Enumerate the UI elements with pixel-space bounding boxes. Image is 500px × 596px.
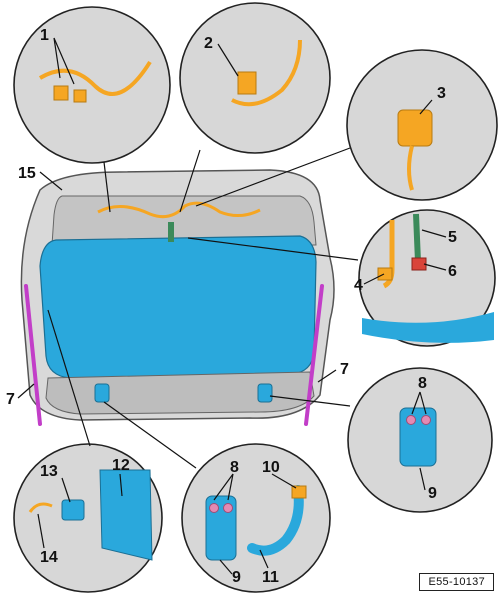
detail-circle-3 [346, 49, 498, 201]
lower-sill [45, 371, 315, 415]
callout-9-right: 9 [428, 485, 437, 502]
callout-10: 10 [262, 459, 280, 476]
upper-trim [51, 195, 317, 246]
callout-14: 14 [40, 549, 58, 566]
callout-1: 1 [40, 27, 49, 44]
callout-9-bottom: 9 [232, 569, 241, 586]
tailgate-main-view [20, 169, 335, 426]
callout-12: 12 [112, 457, 130, 474]
callout-labels: 1 2 3 4 5 6 7 7 8 9 8 9 10 11 12 13 14 1… [6, 27, 457, 586]
detail-circle-2 [179, 2, 331, 154]
callout-11: 11 [262, 569, 279, 586]
inner-panel [39, 235, 317, 379]
wiring-harness [97, 201, 261, 219]
reference-code: E55-10137 [419, 573, 494, 591]
callout-15: 15 [18, 165, 36, 182]
callout-7-left: 7 [6, 391, 15, 408]
callout-2: 2 [204, 35, 213, 52]
leader-lines [17, 37, 447, 575]
callout-6: 6 [448, 263, 457, 280]
detail-circle-1 [13, 6, 171, 164]
callout-4: 4 [354, 277, 363, 294]
callout-8-right: 8 [418, 375, 427, 392]
callout-8-bottom: 8 [230, 459, 239, 476]
callout-5: 5 [448, 229, 457, 246]
callout-7-right: 7 [340, 361, 349, 378]
detail-circle-8-9-right [347, 367, 493, 513]
hinge-bracket-right [257, 383, 273, 403]
callout-13: 13 [40, 463, 58, 480]
detail-circle-8-9-10-11 [181, 443, 331, 593]
detail-circle-12-13-14 [13, 443, 163, 593]
callout-3: 3 [437, 85, 446, 102]
gas-strut-left [24, 284, 42, 426]
detail-circle-4-5-6 [358, 209, 496, 347]
hinge-bracket-left [94, 383, 110, 403]
grommet-main [168, 222, 174, 242]
